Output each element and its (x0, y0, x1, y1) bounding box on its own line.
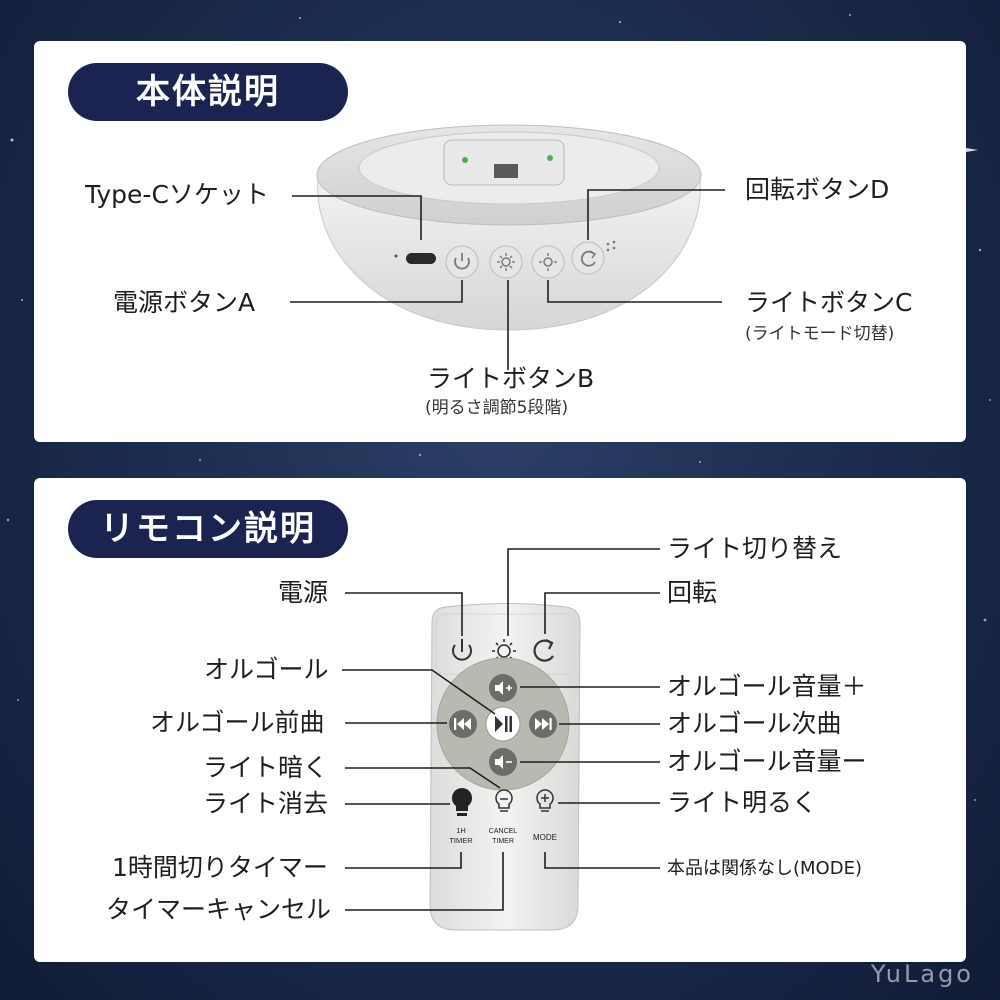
label-light-button-c-note: (ライトモード切替) (745, 324, 895, 344)
label-timer-1h: 1時間切りタイマー (112, 853, 328, 882)
remote-section-title: リモコン説明 (68, 500, 348, 558)
label-light-button-b: ライトボタンB (427, 364, 595, 393)
label-volume-down: オルゴール音量ー (667, 747, 867, 776)
label-next-track: オルゴール次曲 (667, 709, 842, 738)
label-music: オルゴール (204, 655, 329, 684)
label-mode-note: 本品は関係なし(MODE) (667, 858, 862, 879)
label-rotate-button-d: 回転ボタンD (745, 175, 890, 204)
label-light-dim: ライト暗く (203, 753, 329, 782)
label-light-switch: ライト切り替え (667, 534, 843, 563)
label-power: 電源 (278, 578, 329, 607)
label-timer-cancel: タイマーキャンセル (106, 895, 332, 924)
label-light-button-b-note: (明るさ調節5段階) (425, 398, 569, 418)
label-type-c-socket: Type-Cソケット (85, 180, 269, 209)
label-light-off: ライト消去 (203, 789, 329, 818)
body-section-title: 本体説明 (68, 63, 348, 121)
label-power-button-a: 電源ボタンA (113, 288, 256, 317)
brand-watermark: YuLago (870, 960, 974, 988)
label-light-bright: ライト明るく (667, 788, 818, 817)
label-rotate: 回転 (667, 578, 718, 607)
label-volume-up: オルゴール音量＋ (667, 672, 867, 701)
label-light-button-c: ライトボタンC (745, 288, 913, 317)
label-prev-track: オルゴール前曲 (150, 708, 325, 737)
